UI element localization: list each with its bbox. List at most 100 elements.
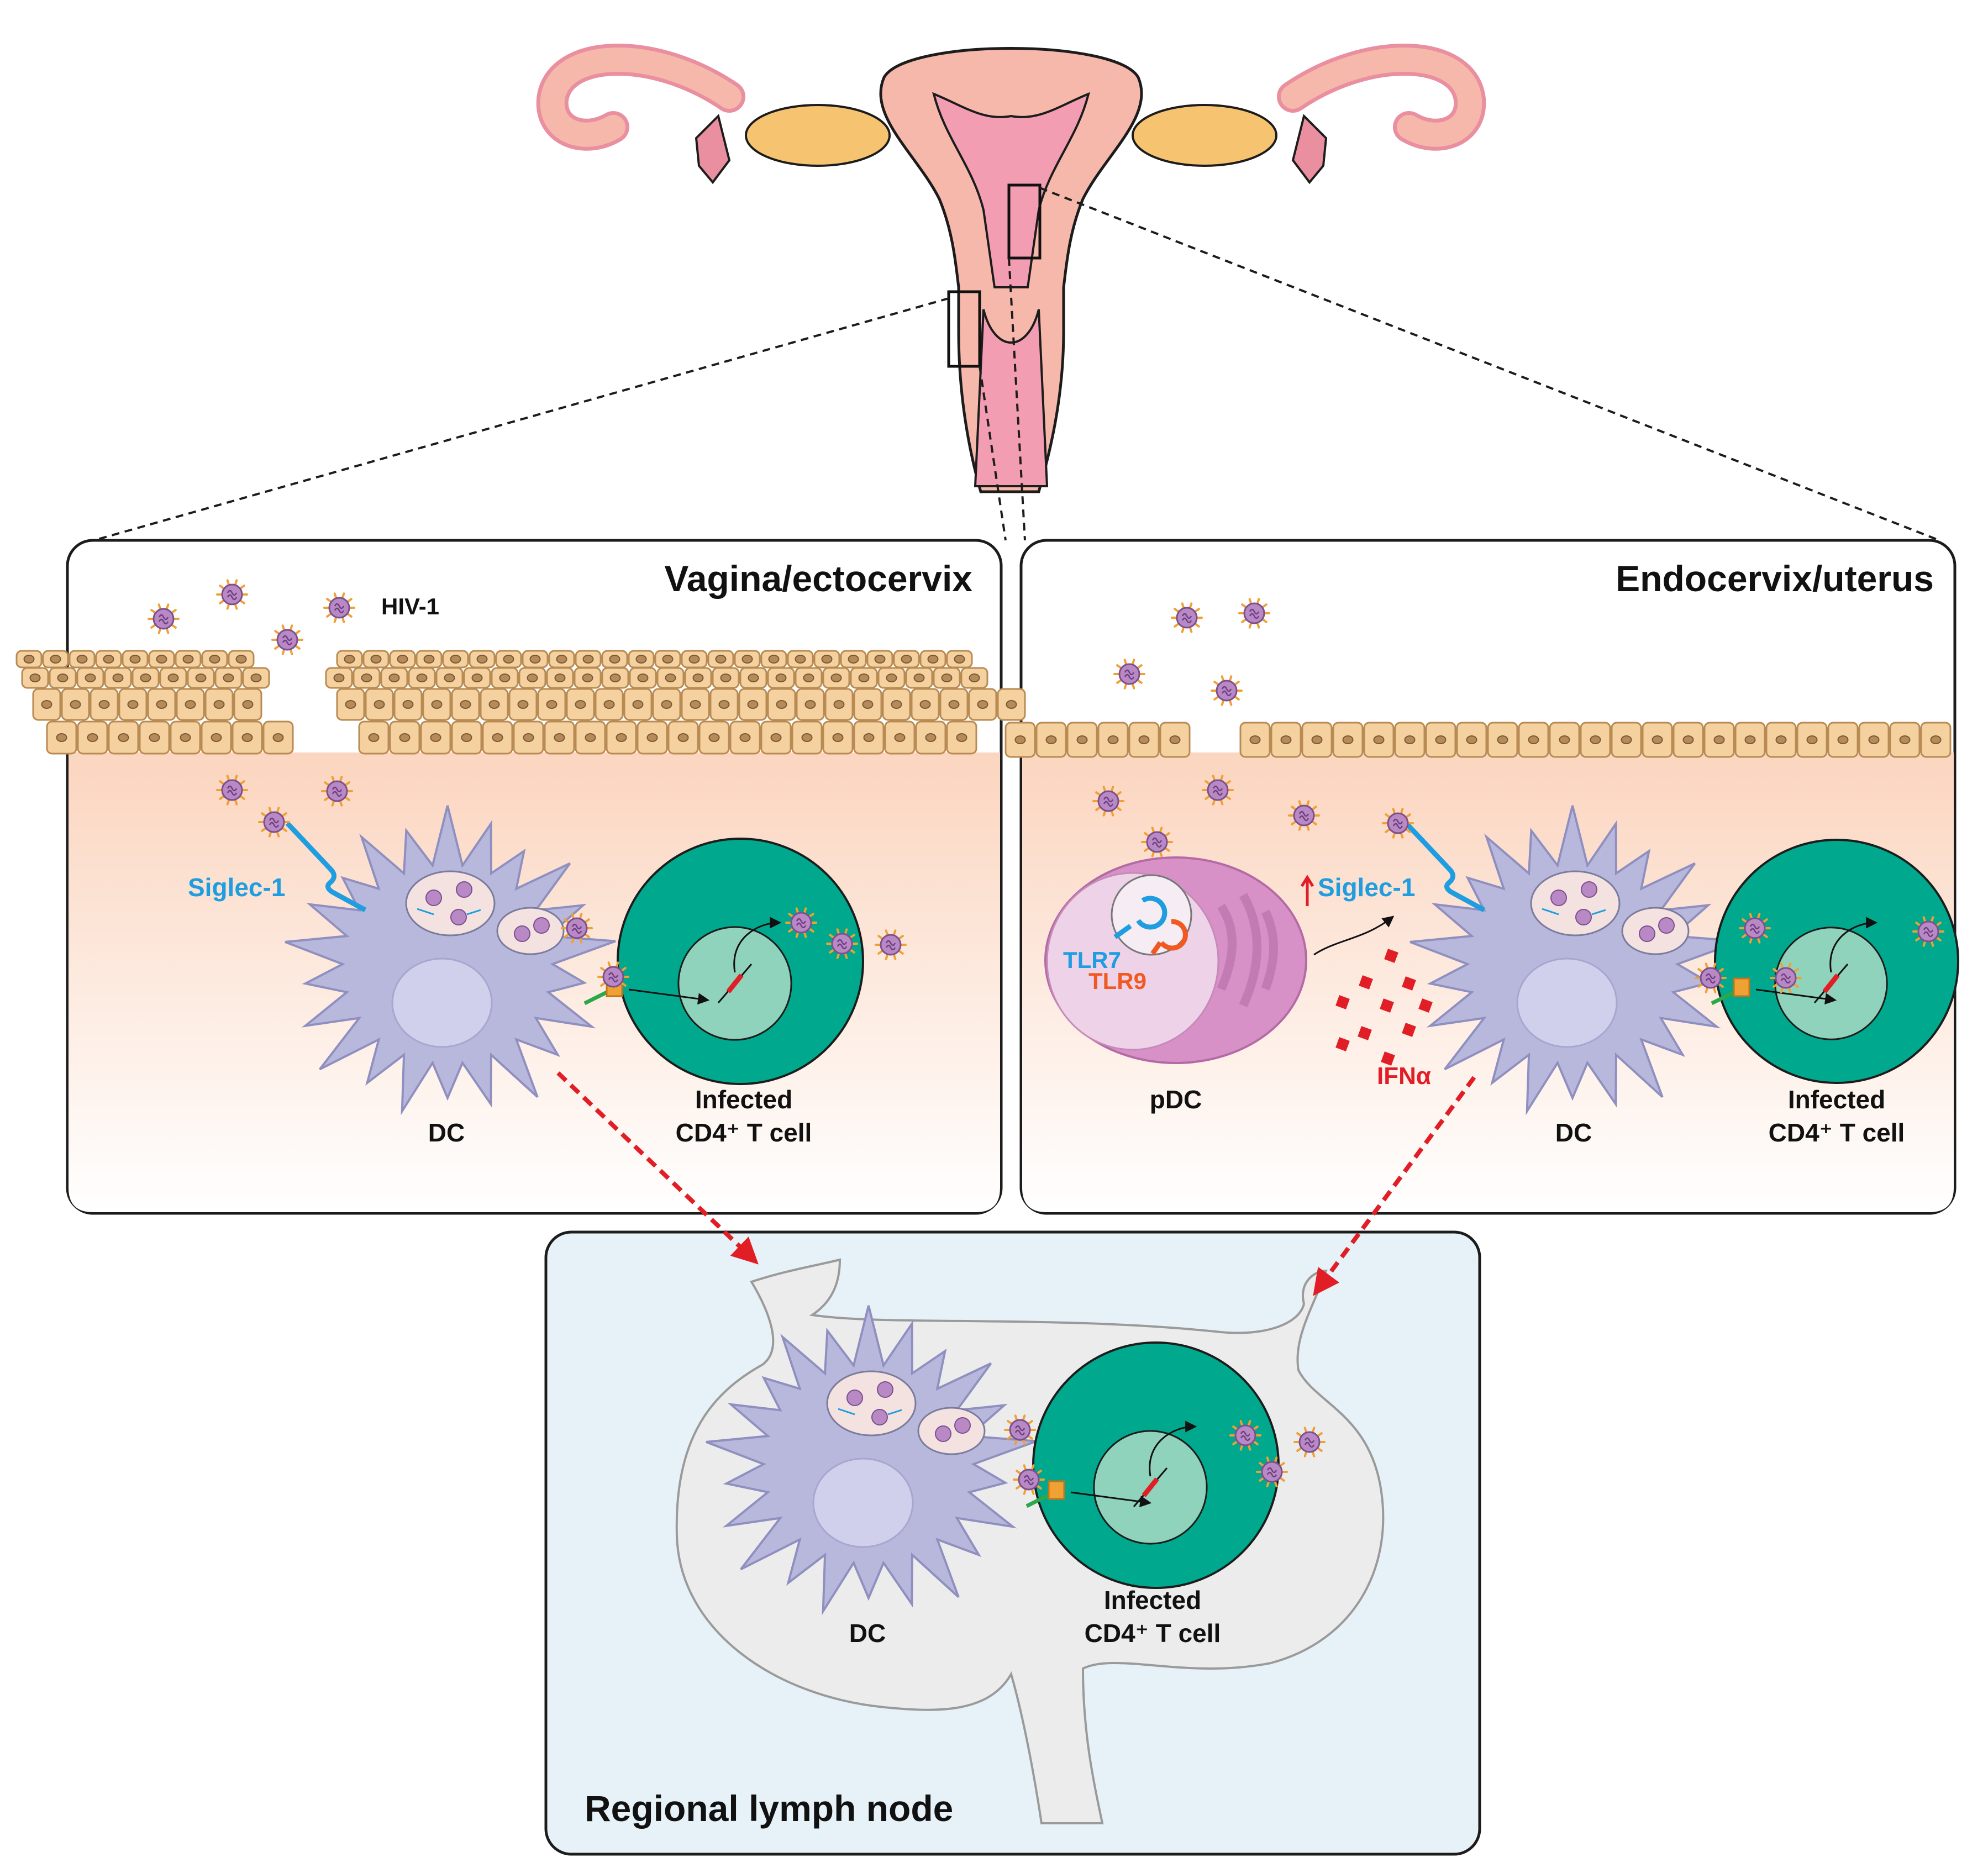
epithelial-cell [853,720,885,755]
epithelial-cell [61,688,90,721]
epithelial-cell [518,667,546,689]
epithelial-cell [911,688,940,721]
epithelial-cell [566,688,595,721]
uterus-icon [536,44,1486,493]
virus-icon [1382,808,1414,839]
epithelial-cell [1642,722,1673,758]
epithelial-cell [1301,722,1333,758]
epithelial-cell [148,650,175,669]
epithelial-cell [960,667,988,689]
epithelial-cell [170,720,201,755]
virus-icon [1171,602,1203,633]
epithelial-cell [463,667,491,689]
epithelial-cell [336,688,365,721]
epithelial-cell [325,667,353,689]
epithelial-cell [1673,722,1704,758]
virus-compartment [826,1370,917,1436]
epithelial-cell [997,688,1026,721]
epithelial-cell [491,667,519,689]
epithelial-cell [698,720,730,755]
epithelial-cell [933,667,961,689]
epithelial-cell [435,667,464,689]
epithelial-cell [118,688,148,721]
epithelial-cell [451,688,480,721]
ifn-alpha-particle [1381,1051,1395,1066]
virus-icon [258,807,290,838]
epithelial-cell [1518,722,1549,758]
up-arrow-icon [1300,875,1314,906]
panel-title-vagina: Vagina/ectocervix [664,558,972,599]
epithelial-cell [637,720,668,755]
dc-label-2: DC [1555,1118,1592,1147]
epithelial-cell [681,650,708,669]
epithelial-cell [362,650,390,669]
epithelial-cell [548,650,575,669]
virus-compartment [405,870,496,936]
epithelial-cell [537,688,566,721]
epithelial-cell [905,667,933,689]
epithelial-cell [1580,722,1611,758]
epithelial-cell [358,720,390,755]
epithelial-cell [108,720,139,755]
cells-layer [285,805,1959,1616]
epithelial-cell [69,650,96,669]
dc-nucleus [812,1457,914,1548]
epithelial-cell [767,688,796,721]
epithelial-cell [353,667,381,689]
epithelial-cell [601,650,628,669]
panel-title-lymph: Regional lymph node [585,1788,953,1829]
dc-nucleus [391,957,493,1048]
epithelial-cell [469,650,496,669]
siglec-receptor [285,821,367,912]
epithelial-cell [628,650,655,669]
infected-label-2a: Infected [1788,1085,1885,1114]
virus-icon [1739,913,1771,944]
columnar-epithelium [1004,722,1952,758]
provirus-dna [1822,974,1840,993]
epithelial-cell [739,667,767,689]
epithelial-cell [712,667,740,689]
virus-icon [1229,1420,1261,1451]
virus-compartment [917,1407,986,1455]
virus-icon [1013,1464,1045,1495]
epithelial-cell [201,650,228,669]
epithelial-cell [734,650,761,669]
virus-icon [871,1409,888,1425]
epithelial-cell [95,650,122,669]
budding-arrow [1829,917,1878,973]
virus-icon [1293,1427,1326,1457]
infected-label-1b: CD4⁺ T cell [676,1118,812,1147]
epithelial-cell [451,720,482,755]
epithelial-cell [822,667,850,689]
epithelial-cell [380,667,408,689]
epithelial-cell [840,650,867,669]
epithelial-cell [77,720,108,755]
infected-label-3b: CD4⁺ T cell [1085,1619,1221,1648]
siglec-receptor [838,1408,902,1416]
epithelial-cell [709,688,739,721]
infected-label-1a: Infected [695,1085,792,1114]
infected-label-3a: Infected [1104,1586,1201,1614]
epithelial-cell [389,720,420,755]
zoom-box-endocervix [1007,183,1042,260]
epithelial-cell [939,688,969,721]
epithelial-cell [49,667,77,689]
epithelial-cell [813,650,840,669]
epithelial-cell [104,667,132,689]
tlr7-label: TLR7 [1063,947,1121,973]
epithelial-cell [575,720,606,755]
virus-icon [935,1425,951,1442]
virus-icon [826,928,858,959]
dendritic-cell-icon [706,1305,1037,1616]
virus-icon [1695,962,1727,993]
epithelial-cell [122,650,149,669]
epithelial-cell [76,667,104,689]
ifn-alpha-particle [1335,995,1350,1009]
epithelial-cell [546,667,574,689]
epithelial-cell [601,667,629,689]
ifn-alpha-particle [1384,949,1398,963]
ifn-alpha-particle [1335,1037,1350,1051]
epithelial-cell [729,720,761,755]
epithelial-cell [482,720,513,755]
epithelial-cell [656,667,685,689]
